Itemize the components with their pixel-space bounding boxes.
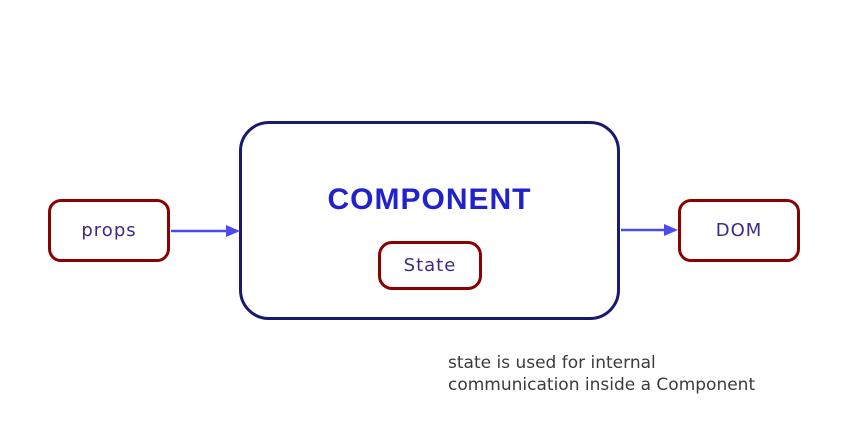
caption-line-1: state is used for internal: [448, 353, 656, 373]
caption-line-2: communication inside a Component: [448, 375, 756, 395]
state-node: State: [378, 241, 482, 290]
component-to-dom-arrow: [621, 224, 678, 236]
dom-node-label: DOM: [715, 220, 763, 241]
props-node: props: [48, 199, 170, 262]
props-to-component-arrow: [171, 225, 240, 237]
dom-node: DOM: [678, 199, 800, 262]
props-node-label: props: [81, 220, 137, 241]
component-box: [239, 121, 620, 320]
component-label: COMPONENT: [327, 183, 532, 216]
caption: state is used for internal communication…: [448, 352, 755, 396]
state-node-label: State: [403, 255, 457, 276]
